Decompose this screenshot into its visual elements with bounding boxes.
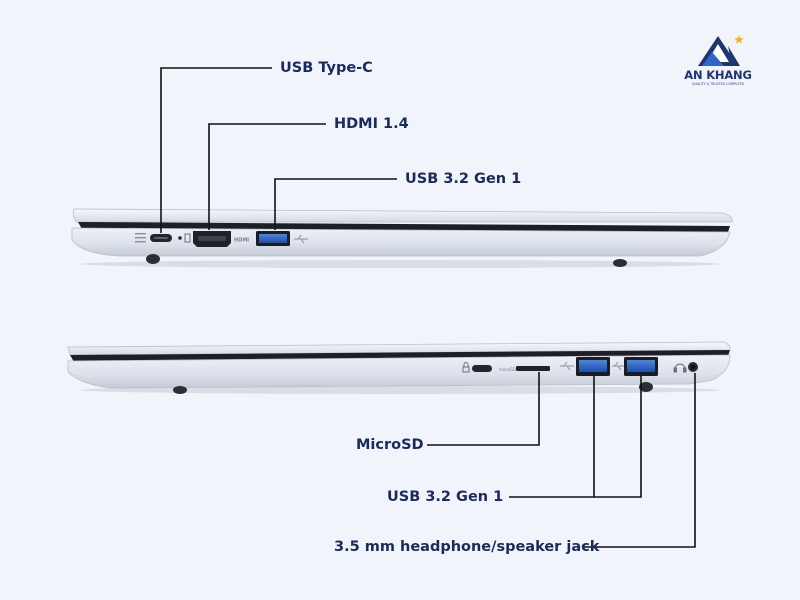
microsd-slot [516, 366, 550, 371]
callout-usb-32-gen1-right: USB 3.2 Gen 1 [387, 489, 504, 505]
leader-usb-32-right-2 [594, 376, 642, 498]
lock-icon [462, 362, 470, 373]
usb-c-symbol-icon [135, 233, 146, 243]
microsd-port-marking: microSD [499, 367, 516, 372]
rubber-foot [639, 382, 653, 392]
callout-usb-type-c: USB Type-C [280, 60, 373, 76]
callout-usb-32-gen1-left: USB 3.2 Gen 1 [405, 171, 522, 187]
leader-usb-32-right [509, 376, 595, 498]
charge-indicator-icon [184, 233, 191, 243]
headset-icon [673, 363, 687, 373]
logo-wordmark: AN KHANG [684, 68, 752, 82]
callout-hdmi: HDMI 1.4 [334, 116, 409, 132]
leader-usb-type-c [160, 67, 272, 233]
leader-usb-32-left [274, 178, 397, 230]
kensington-lock-slot [472, 365, 492, 372]
laptop-left-side: HDMI [71, 208, 733, 268]
usb-symbol-icon [560, 361, 574, 371]
rubber-foot [146, 254, 160, 264]
leader-audio-jack [582, 373, 696, 548]
status-led [178, 236, 182, 240]
leader-microsd [427, 372, 540, 446]
rubber-foot [613, 259, 627, 267]
brand-logo: AN KHANG QUALITY & TRUSTED COMPUTER [672, 32, 764, 90]
logo-star-icon [734, 35, 744, 44]
usb-symbol-icon [294, 234, 308, 244]
rubber-foot [173, 386, 187, 394]
leader-hdmi [208, 123, 326, 230]
logo-tagline: QUALITY & TRUSTED COMPUTER [691, 82, 744, 86]
callout-microsd: MicroSD [356, 437, 424, 453]
callout-audio-jack: 3.5 mm headphone/speaker jack [334, 539, 600, 555]
hdmi-port-marking: HDMI [234, 238, 249, 244]
logo-mountain-icon [698, 35, 744, 66]
usb-symbol-icon [612, 361, 624, 371]
laptop-right-side: microSD [67, 341, 731, 394]
